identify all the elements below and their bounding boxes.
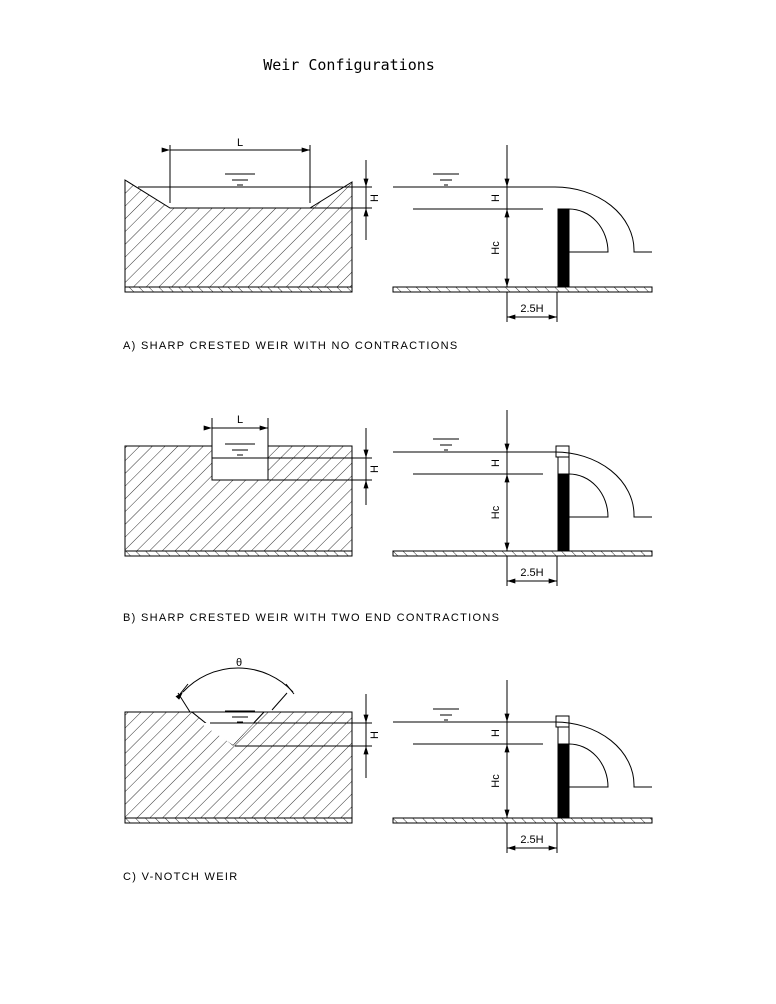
- angle-arc: [175, 667, 294, 700]
- dim-distance-label: 2.5H: [520, 834, 543, 846]
- dim-h-label: H: [369, 194, 381, 202]
- weir-plate: [557, 473, 570, 552]
- channel-floor: [124, 286, 353, 293]
- dim-distance-label: 2.5H: [520, 567, 543, 579]
- dim-distance-label: 2.5H: [520, 303, 543, 315]
- caption-a: A) SHARP CRESTED WEIR WITH NO CONTRACTIO…: [123, 340, 459, 352]
- channel-section: [124, 179, 353, 288]
- channel-floor: [392, 286, 653, 293]
- water-surface-icon: [433, 708, 459, 721]
- water-surface-icon: [225, 173, 255, 186]
- side-view-b: H Hc 2.5H: [392, 410, 653, 586]
- dim-h-label: H: [490, 729, 502, 737]
- dim-l-label: L: [237, 137, 243, 149]
- dim-hc-label: Hc: [490, 774, 502, 788]
- front-view-b: L H: [124, 414, 381, 557]
- dim-l-label: L: [237, 414, 243, 426]
- page-title: Weir Configurations: [263, 56, 435, 74]
- dim-theta-label: θ: [236, 657, 242, 669]
- dim-h-label: H: [490, 459, 502, 467]
- channel-floor: [124, 550, 353, 557]
- dim-h-label: H: [369, 731, 381, 739]
- front-view-a: L H: [124, 137, 381, 293]
- front-view-c: θ H: [124, 657, 381, 824]
- weir-plate: [557, 208, 570, 288]
- side-view-c: H Hc 2.5H: [392, 680, 653, 853]
- caption-b: B) SHARP CRESTED WEIR WITH TWO END CONTR…: [123, 612, 500, 624]
- water-surface-icon: [225, 710, 255, 723]
- nappe-lower: [568, 473, 609, 518]
- side-view-a: H Hc 2.5H: [392, 145, 653, 322]
- water-surface-icon: [433, 173, 459, 186]
- water-surface-icon: [433, 438, 459, 451]
- channel-floor: [392, 550, 653, 557]
- dim-h-label: H: [490, 194, 502, 202]
- dim-hc-label: Hc: [490, 241, 502, 255]
- channel-floor: [124, 817, 353, 824]
- nappe-upper: [554, 186, 652, 253]
- dim-hc-label: Hc: [490, 505, 502, 519]
- nappe-lower: [568, 208, 609, 253]
- nappe-upper: [554, 721, 652, 788]
- channel-floor: [392, 817, 653, 824]
- water-surface-icon: [225, 443, 255, 456]
- dim-h-label: H: [369, 465, 381, 473]
- weir-plate: [557, 743, 570, 819]
- nappe-upper: [554, 451, 652, 518]
- caption-c: C) V-NOTCH WEIR: [123, 871, 238, 883]
- channel-section: [124, 445, 353, 552]
- nappe-lower: [568, 743, 609, 788]
